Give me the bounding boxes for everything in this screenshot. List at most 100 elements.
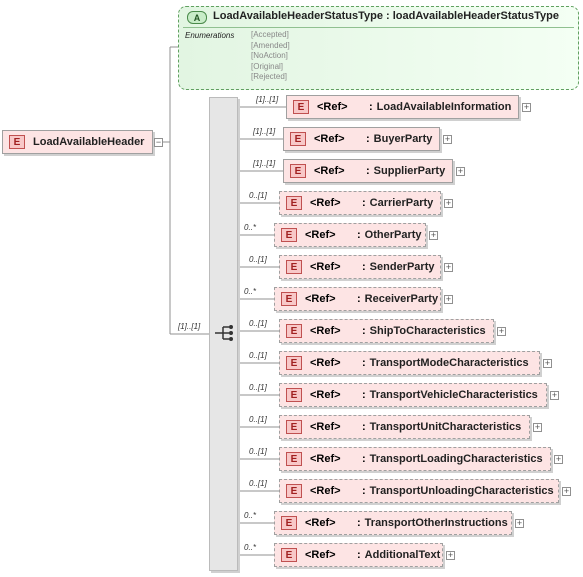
- element-badge: E: [286, 324, 302, 338]
- expand-icon[interactable]: +: [550, 390, 559, 400]
- ref-label: <Ref>: [317, 101, 348, 113]
- ref-separator: :: [366, 133, 370, 145]
- element-badge: E: [293, 100, 309, 114]
- ref-separator: :: [357, 549, 361, 561]
- element-badge: E: [281, 516, 297, 530]
- child-element-node[interactable]: E<Ref>:CarrierParty: [279, 191, 441, 215]
- child-element-node[interactable]: E<Ref>:ReceiverParty: [274, 287, 441, 311]
- child-element-name: TransportUnloadingCharacteristics: [369, 485, 554, 497]
- expand-icon[interactable]: +: [522, 102, 531, 112]
- ref-label: <Ref>: [314, 133, 345, 145]
- attribute-divider: [183, 27, 574, 28]
- element-badge: E: [281, 548, 297, 562]
- expand-icon[interactable]: +: [444, 198, 453, 208]
- ref-label: <Ref>: [305, 229, 336, 241]
- child-element-node[interactable]: E<Ref>:TransportLoadingCharacteristics: [279, 447, 551, 471]
- element-badge: E: [286, 452, 302, 466]
- ref-label: <Ref>: [310, 453, 341, 465]
- child-element-node[interactable]: E <Ref>:BuyerParty: [283, 127, 440, 151]
- ref-separator: :: [362, 485, 366, 497]
- ref-label: <Ref>: [310, 357, 341, 369]
- ref-separator: :: [357, 229, 361, 241]
- root-element-label: LoadAvailableHeader: [33, 136, 145, 148]
- attribute-badge: A: [187, 11, 207, 24]
- enumerations-list: [Accepted] [Amended] [NoAction] [Origina…: [251, 30, 290, 83]
- child-cardinality: 0..[1]: [249, 319, 267, 328]
- element-badge: E: [281, 228, 297, 242]
- child-cardinality: 0..[1]: [249, 383, 267, 392]
- expand-icon[interactable]: +: [543, 358, 552, 368]
- attribute-title: LoadAvailableHeaderStatusType : loadAvai…: [213, 10, 559, 22]
- child-element-node[interactable]: E<Ref>:ShipToCharacteristics: [279, 319, 494, 343]
- expand-icon[interactable]: +: [533, 422, 542, 432]
- element-badge: E: [290, 164, 306, 178]
- child-cardinality: 0..[1]: [249, 351, 267, 360]
- child-element-name: SenderParty: [369, 261, 435, 273]
- child-element-node[interactable]: E<Ref>:TransportVehicleCharacteristics: [279, 383, 547, 407]
- child-element-node[interactable]: E<Ref>:SenderParty: [279, 255, 441, 279]
- ref-label: <Ref>: [305, 293, 336, 305]
- child-element-node[interactable]: E <Ref>:TransportModeCharacteristics: [279, 351, 540, 375]
- child-cardinality: 0..*: [244, 543, 257, 552]
- child-element-name: LoadAvailableInformation: [376, 101, 512, 113]
- sequence-cardinality: [1]..[1]: [178, 322, 201, 331]
- element-badge: E: [9, 135, 25, 149]
- child-element-node[interactable]: E <Ref>:OtherParty: [274, 223, 426, 247]
- child-cardinality: 0..*: [244, 287, 257, 296]
- ref-label: <Ref>: [310, 485, 341, 497]
- child-element-node[interactable]: E<Ref>:AdditionalText: [274, 543, 443, 567]
- child-element-node[interactable]: E <Ref>:TransportUnloadingCharacteristics: [279, 479, 559, 503]
- expand-icon[interactable]: +: [554, 454, 563, 464]
- expand-icon[interactable]: +: [443, 134, 452, 144]
- ref-separator: :: [362, 357, 366, 369]
- child-cardinality: [1]..[1]: [253, 159, 276, 168]
- ref-separator: :: [357, 293, 361, 305]
- enum-value: [Amended]: [251, 40, 290, 50]
- child-element-node[interactable]: E<Ref>:TransportOtherInstructions: [274, 511, 512, 535]
- expand-icon[interactable]: +: [456, 166, 465, 176]
- child-element-name: TransportLoadingCharacteristics: [369, 453, 543, 465]
- child-element-name: TransportModeCharacteristics: [369, 357, 529, 369]
- ref-separator: :: [357, 517, 361, 529]
- child-element-name: ShipToCharacteristics: [369, 325, 486, 337]
- element-badge: E: [290, 132, 306, 146]
- ref-separator: :: [362, 421, 366, 433]
- attribute-box[interactable]: A LoadAvailableHeaderStatusType : loadAv…: [178, 6, 579, 90]
- child-element-node[interactable]: E<Ref>:LoadAvailableInformation: [286, 95, 519, 119]
- expand-icon[interactable]: +: [562, 486, 571, 496]
- child-cardinality: [1]..[1]: [253, 127, 276, 136]
- child-element-name: CarrierParty: [369, 197, 434, 209]
- ref-label: <Ref>: [310, 261, 341, 273]
- expand-icon[interactable]: +: [497, 326, 506, 336]
- element-badge: E: [286, 356, 302, 370]
- ref-label: <Ref>: [310, 389, 341, 401]
- ref-label: <Ref>: [310, 421, 341, 433]
- child-element-name: OtherParty: [364, 229, 422, 241]
- child-element-node[interactable]: E<Ref>:SupplierParty: [283, 159, 453, 183]
- child-cardinality: 0..*: [244, 511, 257, 520]
- child-cardinality: 0..[1]: [249, 191, 267, 200]
- element-badge: E: [286, 260, 302, 274]
- collapse-root-icon[interactable]: −: [154, 137, 163, 147]
- element-badge: E: [286, 484, 302, 498]
- expand-icon[interactable]: +: [515, 518, 524, 528]
- expand-icon[interactable]: +: [444, 262, 453, 272]
- ref-label: <Ref>: [314, 165, 345, 177]
- element-badge: E: [286, 196, 302, 210]
- child-element-node[interactable]: E <Ref>:TransportUnitCharacteristics: [279, 415, 530, 439]
- root-element-node[interactable]: E LoadAvailableHeader: [2, 130, 153, 154]
- enum-value: [NoAction]: [251, 51, 288, 60]
- expand-icon[interactable]: +: [444, 294, 453, 304]
- child-cardinality: [1]..[1]: [256, 95, 279, 104]
- child-element-name: TransportUnitCharacteristics: [369, 421, 522, 433]
- ref-label: <Ref>: [310, 197, 341, 209]
- expand-icon[interactable]: +: [446, 550, 455, 560]
- child-cardinality: 0..[1]: [249, 447, 267, 456]
- expand-icon[interactable]: +: [429, 230, 438, 240]
- ref-separator: :: [366, 165, 370, 177]
- child-element-name: AdditionalText: [364, 549, 441, 561]
- element-badge: E: [286, 420, 302, 434]
- child-element-name: BuyerParty: [373, 133, 433, 145]
- ref-label: <Ref>: [305, 517, 336, 529]
- ref-label: <Ref>: [310, 325, 341, 337]
